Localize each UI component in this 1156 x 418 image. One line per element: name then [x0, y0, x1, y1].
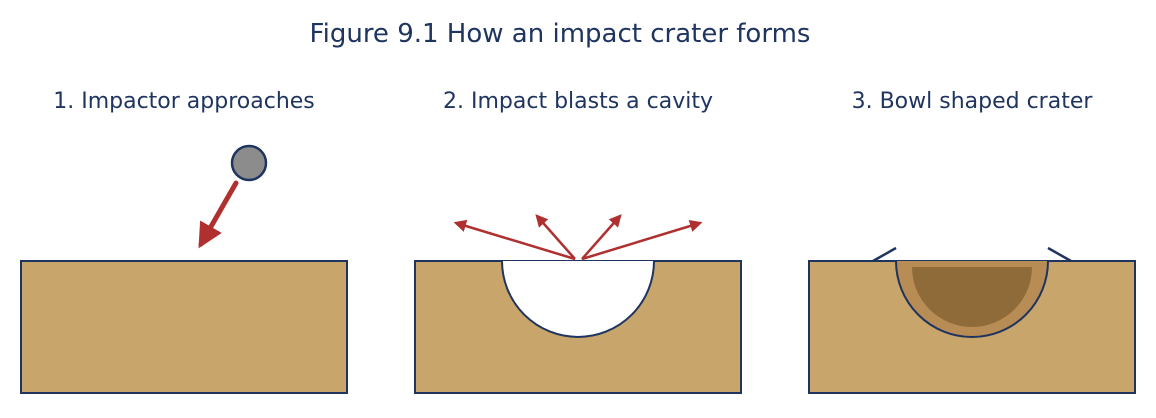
impactor	[230, 144, 268, 182]
ground-block-1	[20, 260, 348, 394]
panel-impact-blasts-cavity: 2. Impact blasts a cavity	[414, 89, 742, 394]
crater-rim-left	[872, 246, 897, 263]
panel-3-label: 3. Bowl shaped crater	[852, 89, 1094, 114]
panel-1-label: 1. Impactor approaches	[53, 89, 315, 114]
crater-outline	[895, 260, 1049, 338]
blast-cavity	[502, 261, 654, 337]
crater-floor-fill	[912, 267, 1032, 327]
ejecta-arrow-far-right	[581, 219, 703, 261]
figure-title: Figure 9.1 How an impact crater forms	[310, 19, 811, 49]
ejecta-arrow-far-left	[453, 219, 576, 261]
panel-bowl-shaped-crater: 3. Bowl shaped crater	[808, 89, 1136, 394]
panel-impactor-approaches: 1. Impactor approaches	[20, 89, 348, 394]
impactor-trajectory-arrow	[198, 180, 239, 249]
crater-rim-right	[1047, 246, 1072, 263]
ejecta-arrow-right	[581, 214, 622, 260]
cavity-outline	[501, 260, 655, 338]
ejecta-arrow-left	[535, 214, 576, 260]
panel-2-label: 2. Impact blasts a cavity	[443, 89, 713, 114]
